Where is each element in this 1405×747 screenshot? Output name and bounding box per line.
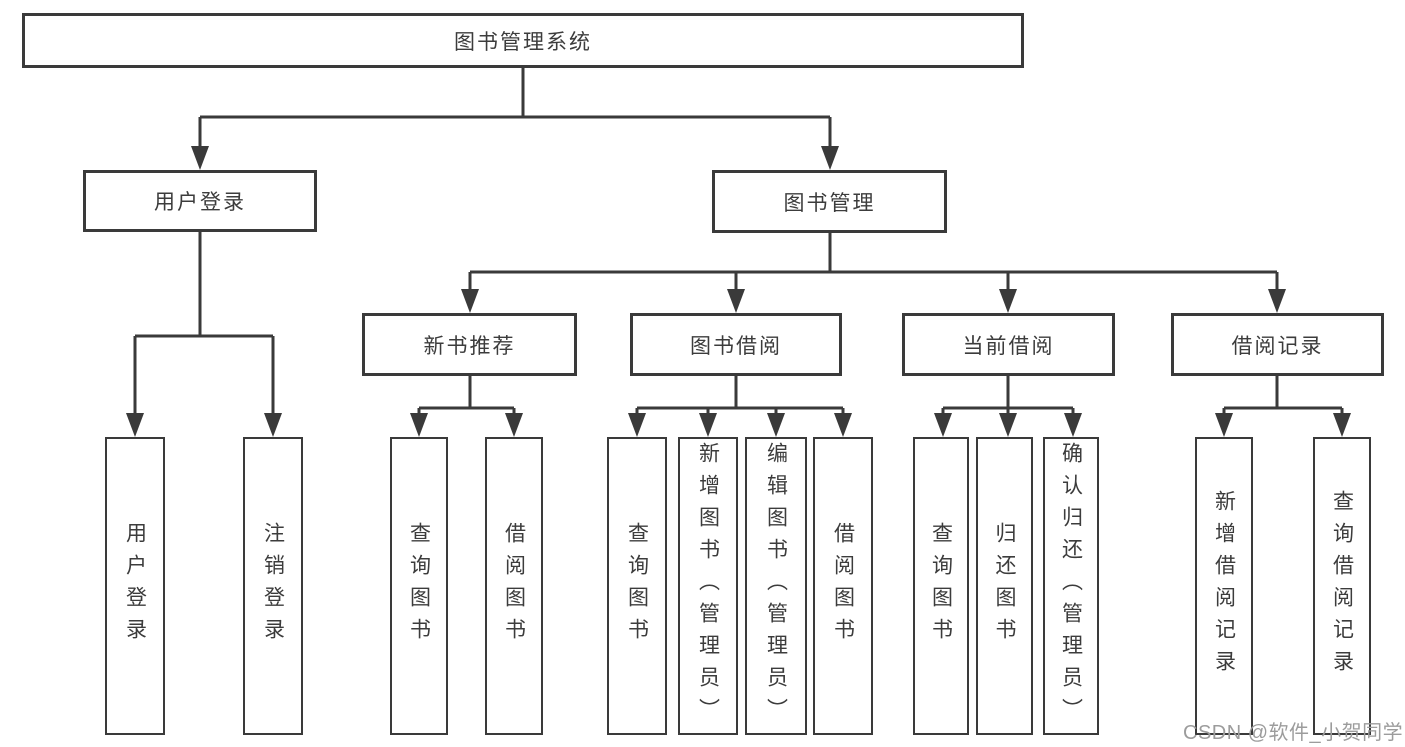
node-leaf-borrow-books-2: 借阅图书 bbox=[813, 437, 873, 735]
node-borrow-records: 借阅记录 bbox=[1171, 313, 1384, 376]
node-leaf-user-login: 用户登录 bbox=[105, 437, 165, 735]
arrowhead-icon bbox=[264, 413, 282, 437]
connector-path bbox=[635, 376, 845, 419]
node-leaf-query-books-3: 查询图书 bbox=[913, 437, 969, 735]
arrowhead-icon bbox=[1064, 413, 1082, 437]
node-leaf-edit-books: 编辑图书（管理员） bbox=[745, 437, 807, 735]
watermark-text: CSDN @软件_小贺同学 bbox=[1183, 722, 1404, 744]
arrowhead-icon bbox=[1215, 413, 1233, 437]
node-book-management: 图书管理 bbox=[712, 170, 947, 233]
arrowhead-icon bbox=[505, 413, 523, 437]
node-user-login: 用户登录 bbox=[83, 170, 317, 232]
arrowhead-icon bbox=[410, 413, 428, 437]
node-leaf-confirm-return: 确认归还（管理员） bbox=[1043, 437, 1099, 735]
node-leaf-query-record: 查询借阅记录 bbox=[1313, 437, 1371, 735]
connector-path bbox=[468, 233, 1279, 295]
arrowhead-icon bbox=[934, 413, 952, 437]
arrowhead-icon bbox=[767, 413, 785, 437]
arrowhead-icon bbox=[834, 413, 852, 437]
arrowhead-icon bbox=[727, 289, 745, 313]
arrowhead-icon bbox=[699, 413, 717, 437]
connector-path bbox=[417, 376, 516, 419]
arrowhead-icon bbox=[126, 413, 144, 437]
arrowhead-icon bbox=[191, 146, 209, 170]
node-new-book-recommend: 新书推荐 bbox=[362, 313, 577, 376]
arrowhead-icon bbox=[821, 146, 839, 170]
connector-path bbox=[198, 68, 832, 152]
node-leaf-add-books: 新增图书（管理员） bbox=[678, 437, 738, 735]
arrowhead-icon bbox=[628, 413, 646, 437]
connector-path bbox=[1222, 376, 1344, 419]
node-leaf-query-books-1: 查询图书 bbox=[390, 437, 448, 735]
arrowhead-icon bbox=[1333, 413, 1351, 437]
node-leaf-add-record: 新增借阅记录 bbox=[1195, 437, 1253, 735]
connector-path bbox=[941, 376, 1075, 419]
node-leaf-return-books: 归还图书 bbox=[976, 437, 1033, 735]
node-current-borrowing: 当前借阅 bbox=[902, 313, 1115, 376]
arrowhead-icon bbox=[461, 289, 479, 313]
node-leaf-borrow-books-1: 借阅图书 bbox=[485, 437, 543, 735]
arrowhead-icon bbox=[1268, 289, 1286, 313]
node-leaf-logout: 注销登录 bbox=[243, 437, 303, 735]
node-leaf-query-books-2: 查询图书 bbox=[607, 437, 667, 735]
arrowhead-icon bbox=[999, 413, 1017, 437]
node-book-borrowing: 图书借阅 bbox=[630, 313, 842, 376]
node-root: 图书管理系统 bbox=[22, 13, 1024, 68]
connector-path bbox=[133, 232, 275, 419]
arrowhead-icon bbox=[999, 289, 1017, 313]
